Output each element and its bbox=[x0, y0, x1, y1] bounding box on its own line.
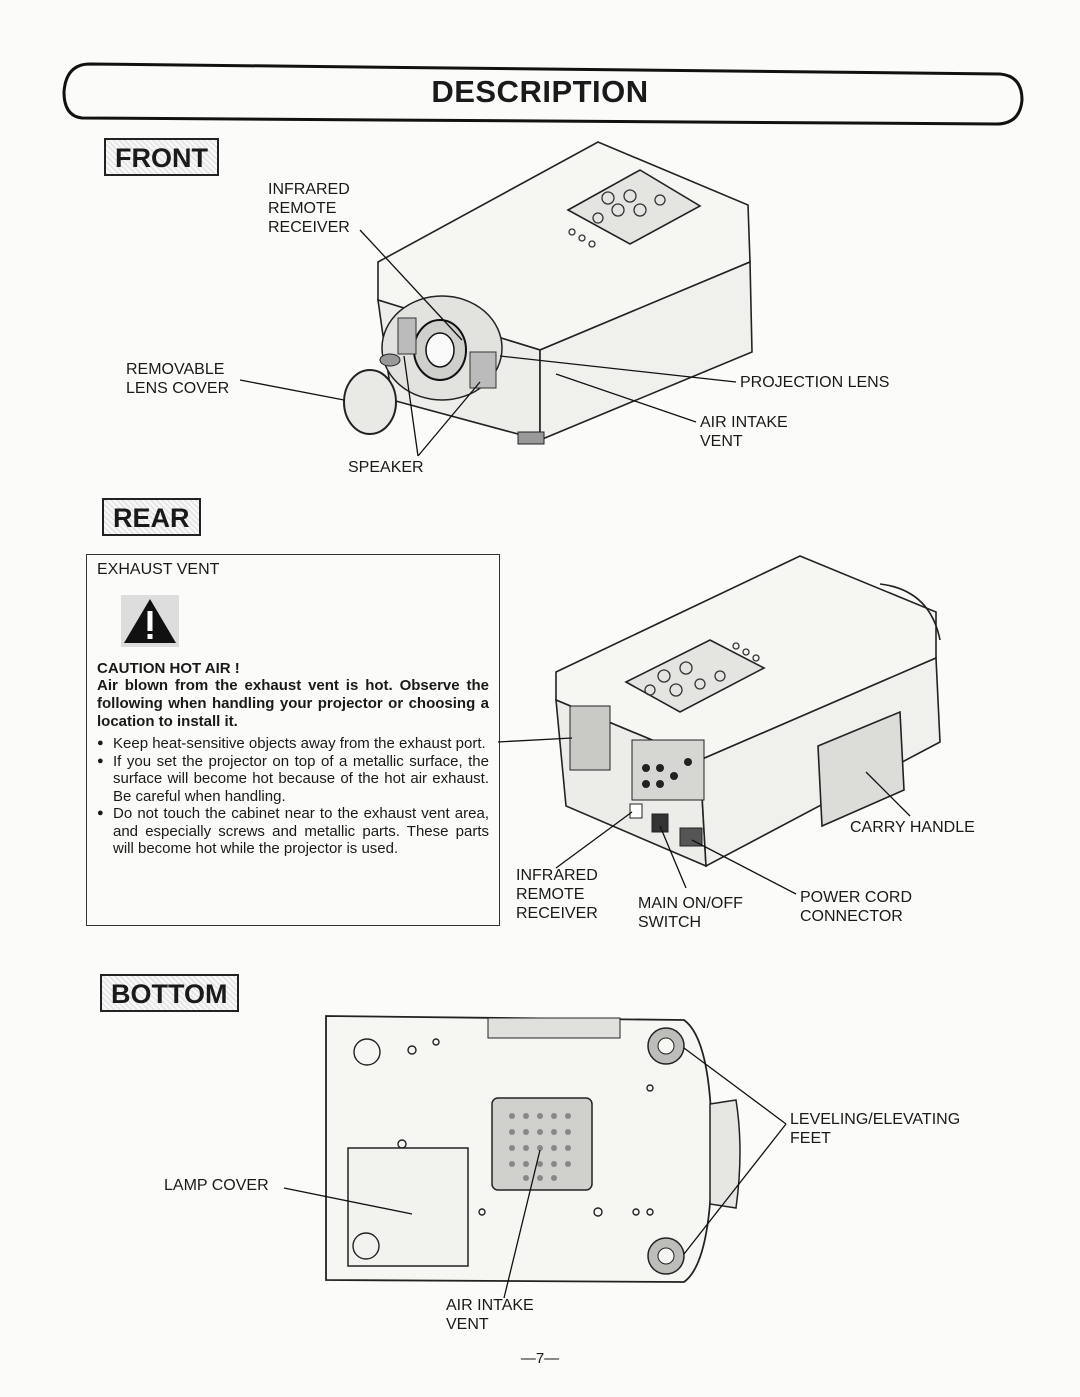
label-infrared-remote-receiver-rear: INFRARED REMOTE RECEIVER bbox=[516, 867, 598, 922]
label-air-intake-vent-front: AIR INTAKE VENT bbox=[700, 414, 788, 450]
section-label-bottom: BOTTOM bbox=[100, 974, 239, 1012]
caution-box: EXHAUST VENT CAUTION HOT AIR ! Air blown… bbox=[86, 554, 500, 926]
label-speaker: SPEAKER bbox=[348, 459, 424, 476]
caution-heading: CAUTION HOT AIR ! bbox=[97, 660, 240, 677]
label-air-intake-vent-bottom: AIR INTAKE VENT bbox=[446, 1297, 534, 1333]
label-infrared-remote-receiver-front: INFRARED REMOTE RECEIVER bbox=[268, 181, 350, 236]
label-leveling-elevating-feet: LEVELING/ELEVATING FEET bbox=[790, 1111, 961, 1147]
page-title: DESCRIPTION bbox=[431, 74, 649, 109]
page-number: —7— bbox=[520, 1350, 560, 1367]
section-label-rear: REAR bbox=[102, 498, 201, 536]
section-label-front: FRONT bbox=[104, 138, 219, 176]
caution-list: Keep heat-sensitive objects away from th… bbox=[97, 735, 489, 858]
caution-item: If you set the projector on top of a met… bbox=[97, 753, 489, 806]
warning-triangle-icon bbox=[121, 595, 179, 647]
caution-lead: Air blown from the exhaust vent is hot. … bbox=[97, 677, 489, 730]
caution-item: Keep heat-sensitive objects away from th… bbox=[97, 735, 489, 753]
exhaust-vent-label: EXHAUST VENT bbox=[97, 561, 220, 578]
label-removable-lens-cover: REMOVABLE LENS COVER bbox=[126, 361, 230, 397]
label-lamp-cover: LAMP COVER bbox=[164, 1177, 269, 1194]
label-projection-lens: PROJECTION LENS bbox=[740, 374, 890, 391]
title-frame bbox=[62, 62, 1024, 126]
label-main-on-off-switch: MAIN ON/OFF SWITCH bbox=[638, 895, 743, 931]
caution-item: Do not touch the cabinet near to the exh… bbox=[97, 805, 489, 858]
label-carry-handle: CARRY HANDLE bbox=[850, 819, 975, 836]
label-power-cord-connector: POWER CORD CONNECTOR bbox=[800, 889, 912, 925]
